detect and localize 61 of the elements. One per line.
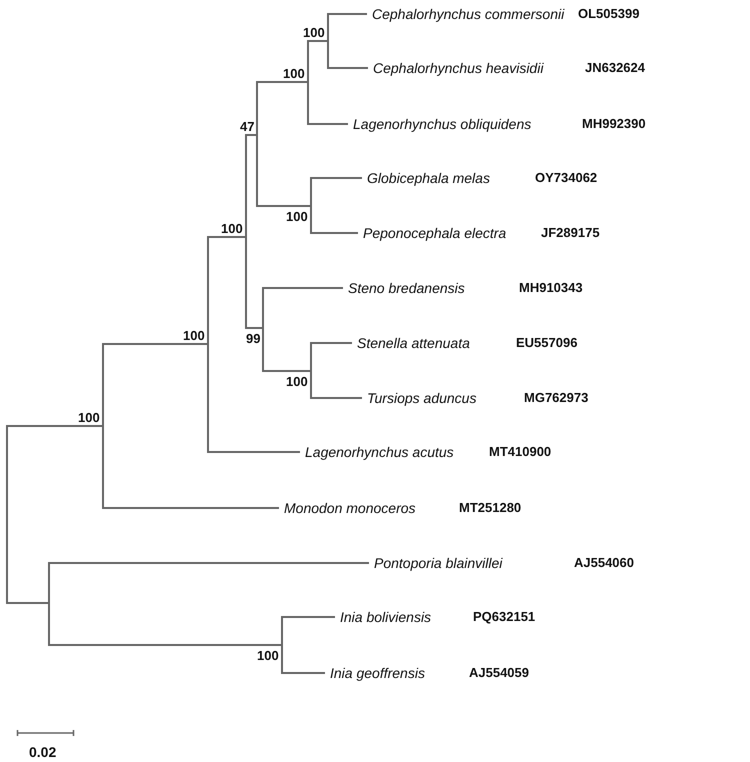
scale-label: 0.02 xyxy=(29,745,56,759)
accession-number: MT410900 xyxy=(489,444,552,460)
species-name: Lagenorhynchus obliquidens xyxy=(353,116,532,132)
species-name: Inia geoffrensis xyxy=(330,665,425,681)
branch-line xyxy=(50,562,369,564)
branch-line xyxy=(258,205,310,207)
bootstrap-value: 100 xyxy=(78,411,100,424)
bootstrap-value: 100 xyxy=(257,649,279,662)
branch-line xyxy=(309,123,348,125)
bootstrap-value: 47 xyxy=(240,120,254,133)
branch-line xyxy=(104,507,279,509)
branch-line xyxy=(312,232,358,234)
branch-line xyxy=(104,343,207,345)
accession-number: JN632624 xyxy=(585,60,645,76)
branch-line xyxy=(209,236,245,238)
species-name: Monodon monoceros xyxy=(284,500,416,516)
bootstrap-value: 100 xyxy=(286,375,308,388)
accession-number: AJ554059 xyxy=(469,665,529,681)
species-name: Pontoporia blainvillei xyxy=(374,555,502,571)
branch-line xyxy=(247,327,262,329)
branch-line xyxy=(8,602,48,604)
branch-line xyxy=(283,672,325,674)
species-name: Inia boliviensis xyxy=(340,609,432,625)
branch-line xyxy=(312,177,362,179)
species-name: Tursiops aduncus xyxy=(367,390,476,406)
branch-line xyxy=(50,644,281,646)
accession-number: PQ632151 xyxy=(473,609,536,625)
branch-line xyxy=(312,342,352,344)
branch-line xyxy=(264,287,343,289)
bootstrap-value: 100 xyxy=(183,329,205,342)
branch-line xyxy=(264,370,310,372)
species-name: Cephalorhynchus commersonii xyxy=(372,6,564,22)
bootstrap-value: 100 xyxy=(283,67,305,80)
branch-line xyxy=(329,13,367,15)
branch-line xyxy=(309,40,327,42)
accession-number: MH992390 xyxy=(582,116,646,132)
species-name: Globicephala melas xyxy=(367,170,490,186)
species-name: Stenella attenuata xyxy=(357,335,470,351)
accession-number: AJ554060 xyxy=(574,555,634,571)
branch-line xyxy=(312,397,362,399)
accession-number: OY734062 xyxy=(535,170,598,186)
species-name: Steno bredanensis xyxy=(348,280,465,296)
accession-number: OL505399 xyxy=(578,6,640,22)
branch-line xyxy=(283,616,335,618)
bootstrap-value: 99 xyxy=(246,332,260,345)
bootstrap-value: 100 xyxy=(221,222,243,235)
accession-number: MG762973 xyxy=(524,390,588,406)
branch-line xyxy=(258,81,307,83)
branch-line xyxy=(329,67,368,69)
branch-line xyxy=(8,425,102,427)
accession-number: EU557096 xyxy=(516,335,578,351)
species-name: Lagenorhynchus acutus xyxy=(305,444,454,460)
accession-number: MH910343 xyxy=(519,280,583,296)
accession-number: JF289175 xyxy=(541,225,600,241)
species-name: Cephalorhynchus heavisidii xyxy=(373,60,544,76)
bootstrap-value: 100 xyxy=(303,26,325,39)
species-name: Peponocephala electra xyxy=(363,225,506,241)
branch-line xyxy=(247,134,256,136)
accession-number: MT251280 xyxy=(459,500,522,516)
bootstrap-value: 100 xyxy=(286,210,308,223)
branch-line xyxy=(209,451,300,453)
